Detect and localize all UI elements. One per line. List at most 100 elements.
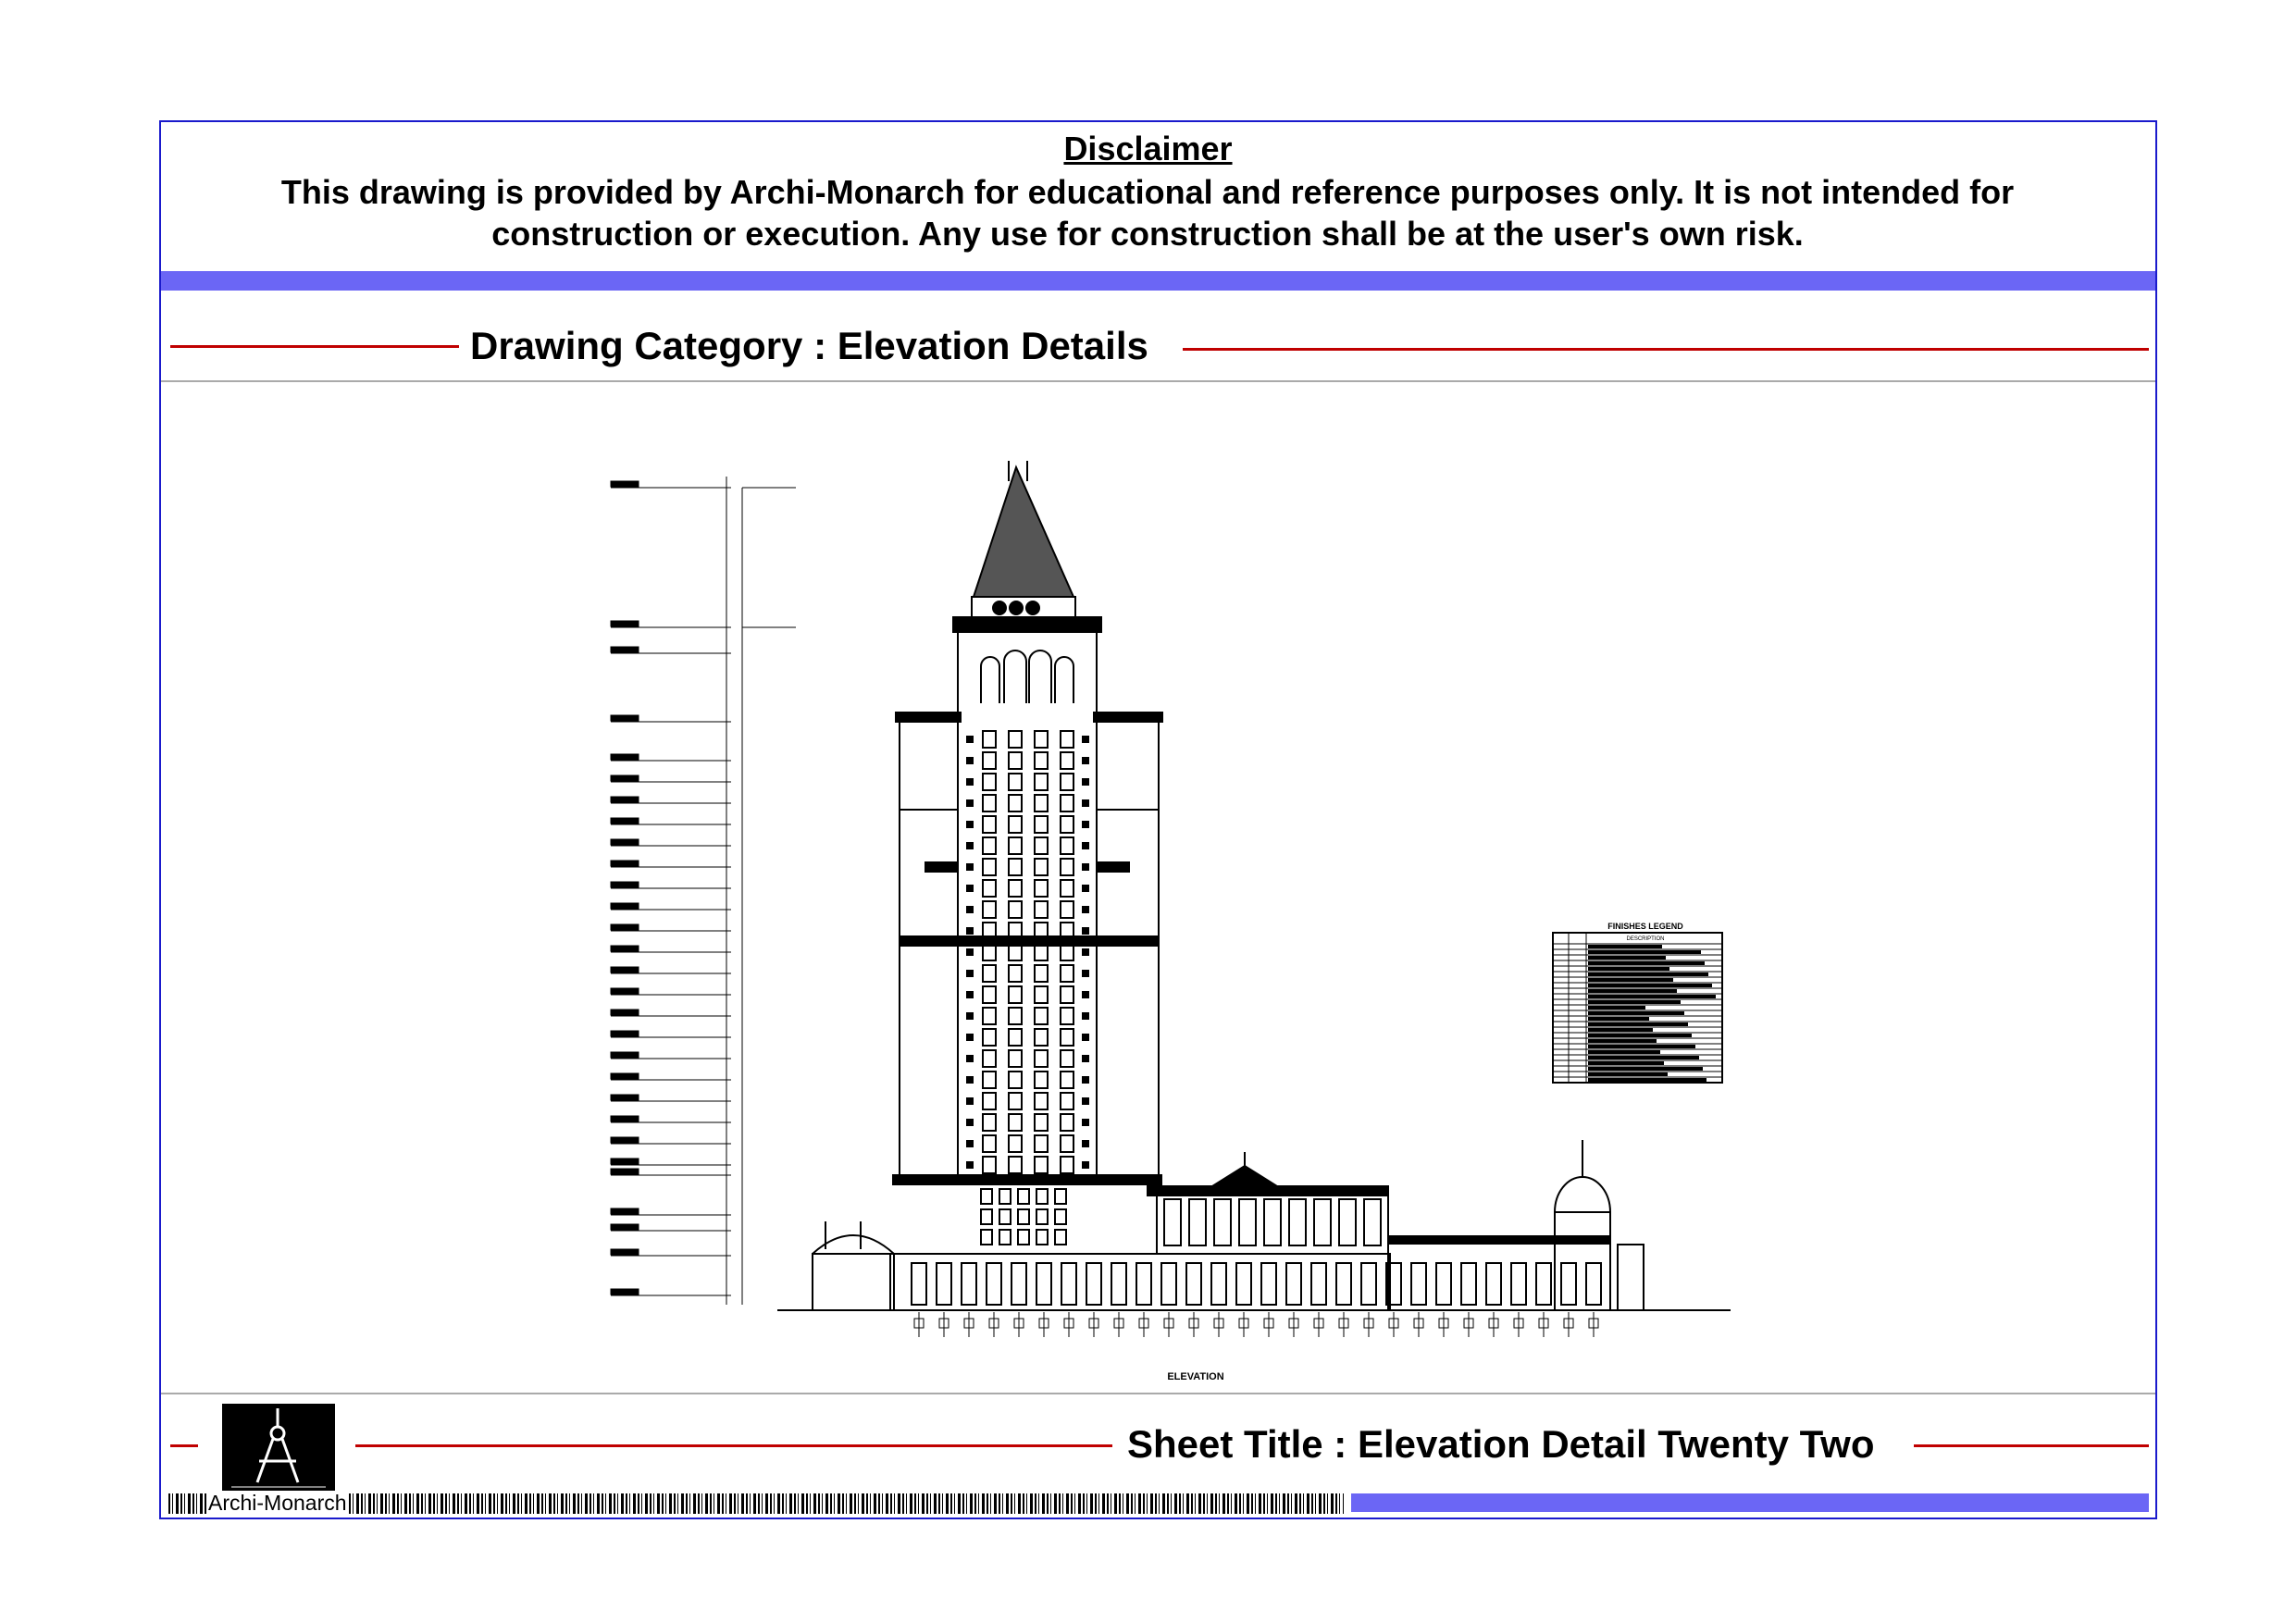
bay-opening [936,1262,952,1306]
legend-row-text [1588,950,1701,954]
window [999,1208,1011,1225]
level-tag [610,923,639,931]
callout-tag [1463,1318,1474,1329]
legend-row-text [1588,984,1712,987]
window [982,964,997,983]
window [982,943,997,961]
divider-top [161,380,2155,382]
callout-tag [1113,1318,1124,1329]
window [980,1188,993,1205]
header-band [161,271,2155,291]
window [982,879,997,898]
footer-band [1351,1493,2149,1512]
callout-tag [1488,1318,1499,1329]
bay-opening [1136,1262,1152,1306]
tower-windows [966,730,1089,1245]
podium-bays [911,1198,1602,1337]
disclaimer-text: This drawing is provided by Archi-Monarc… [280,173,2015,253]
legend-row-text [1588,1067,1703,1071]
callout-tag [963,1318,974,1329]
window [1034,1092,1049,1110]
callout-tag [1263,1318,1274,1329]
window [982,815,997,834]
legend-row-text [1588,973,1708,976]
window-dot [1082,863,1089,871]
glazing-bay [1313,1198,1332,1246]
divider-bottom [161,1393,2155,1394]
spire-roof [972,465,1075,598]
window [1034,943,1049,961]
bay-opening [1036,1262,1052,1306]
podium [777,1140,1731,1337]
bay-opening [1485,1262,1502,1306]
window [1036,1208,1049,1225]
callout-tag [913,1318,925,1329]
callout-tag [1088,1318,1099,1329]
window [1034,858,1049,876]
window [982,900,997,919]
window [1060,730,1074,749]
level-markers [610,477,796,1305]
window [1060,858,1074,876]
window-dot [966,799,974,807]
callout-tag [1588,1318,1599,1329]
window [1034,1049,1049,1068]
window-dot [966,1012,974,1020]
legend-row-text [1588,945,1662,948]
legend-row-text [1588,1045,1695,1048]
sheet-rule-mid [355,1444,1112,1447]
bay-opening [1360,1262,1377,1306]
window-dot [1082,948,1089,956]
window [1060,1071,1074,1089]
level-tag [610,1223,639,1231]
bay-opening [1510,1262,1527,1306]
level-tag [610,1136,639,1144]
legend-row-text [1588,967,1669,971]
window-dot [966,1119,974,1126]
level-tag [610,774,639,782]
legend-row-text [1588,1034,1692,1037]
callout-tag [938,1318,949,1329]
barcode-strip [168,1493,1344,1514]
window [982,1007,997,1025]
legend-row-text [1588,1000,1681,1004]
window [1008,836,1023,855]
window [982,985,997,1004]
window [1034,794,1049,812]
window-dot [1082,842,1089,849]
window [982,858,997,876]
window [1060,751,1074,770]
legend-row-text [1588,1061,1664,1065]
window-dot [1082,1119,1089,1126]
sheet-rule-left-short [170,1444,198,1447]
window-dot [1082,757,1089,764]
window [1034,1113,1049,1132]
legend-row-text [1588,1039,1657,1043]
window [1008,922,1023,940]
window-dot [1082,778,1089,786]
bay-opening [1435,1262,1452,1306]
bay-opening [1410,1262,1427,1306]
level-tag [610,1094,639,1101]
window [1008,1071,1023,1089]
drawing-category: Drawing Category : Elevation Details [470,324,1148,367]
callout-tag [1538,1318,1549,1329]
window [1008,1049,1023,1068]
glazing-bay [1288,1198,1307,1246]
level-tag [610,966,639,973]
window [980,1208,993,1225]
bay-opening [1061,1262,1077,1306]
window [1008,1028,1023,1047]
callout-tag [1438,1318,1449,1329]
bay-opening [1210,1262,1227,1306]
bay-opening [1160,1262,1177,1306]
window-dot [1082,1161,1089,1169]
window-dot [966,1034,974,1041]
window [1034,1134,1049,1153]
window [1034,836,1049,855]
callout-tag [1513,1318,1524,1329]
window-dot [966,885,974,892]
level-tag [610,1030,639,1037]
window [982,794,997,812]
window [1034,730,1049,749]
